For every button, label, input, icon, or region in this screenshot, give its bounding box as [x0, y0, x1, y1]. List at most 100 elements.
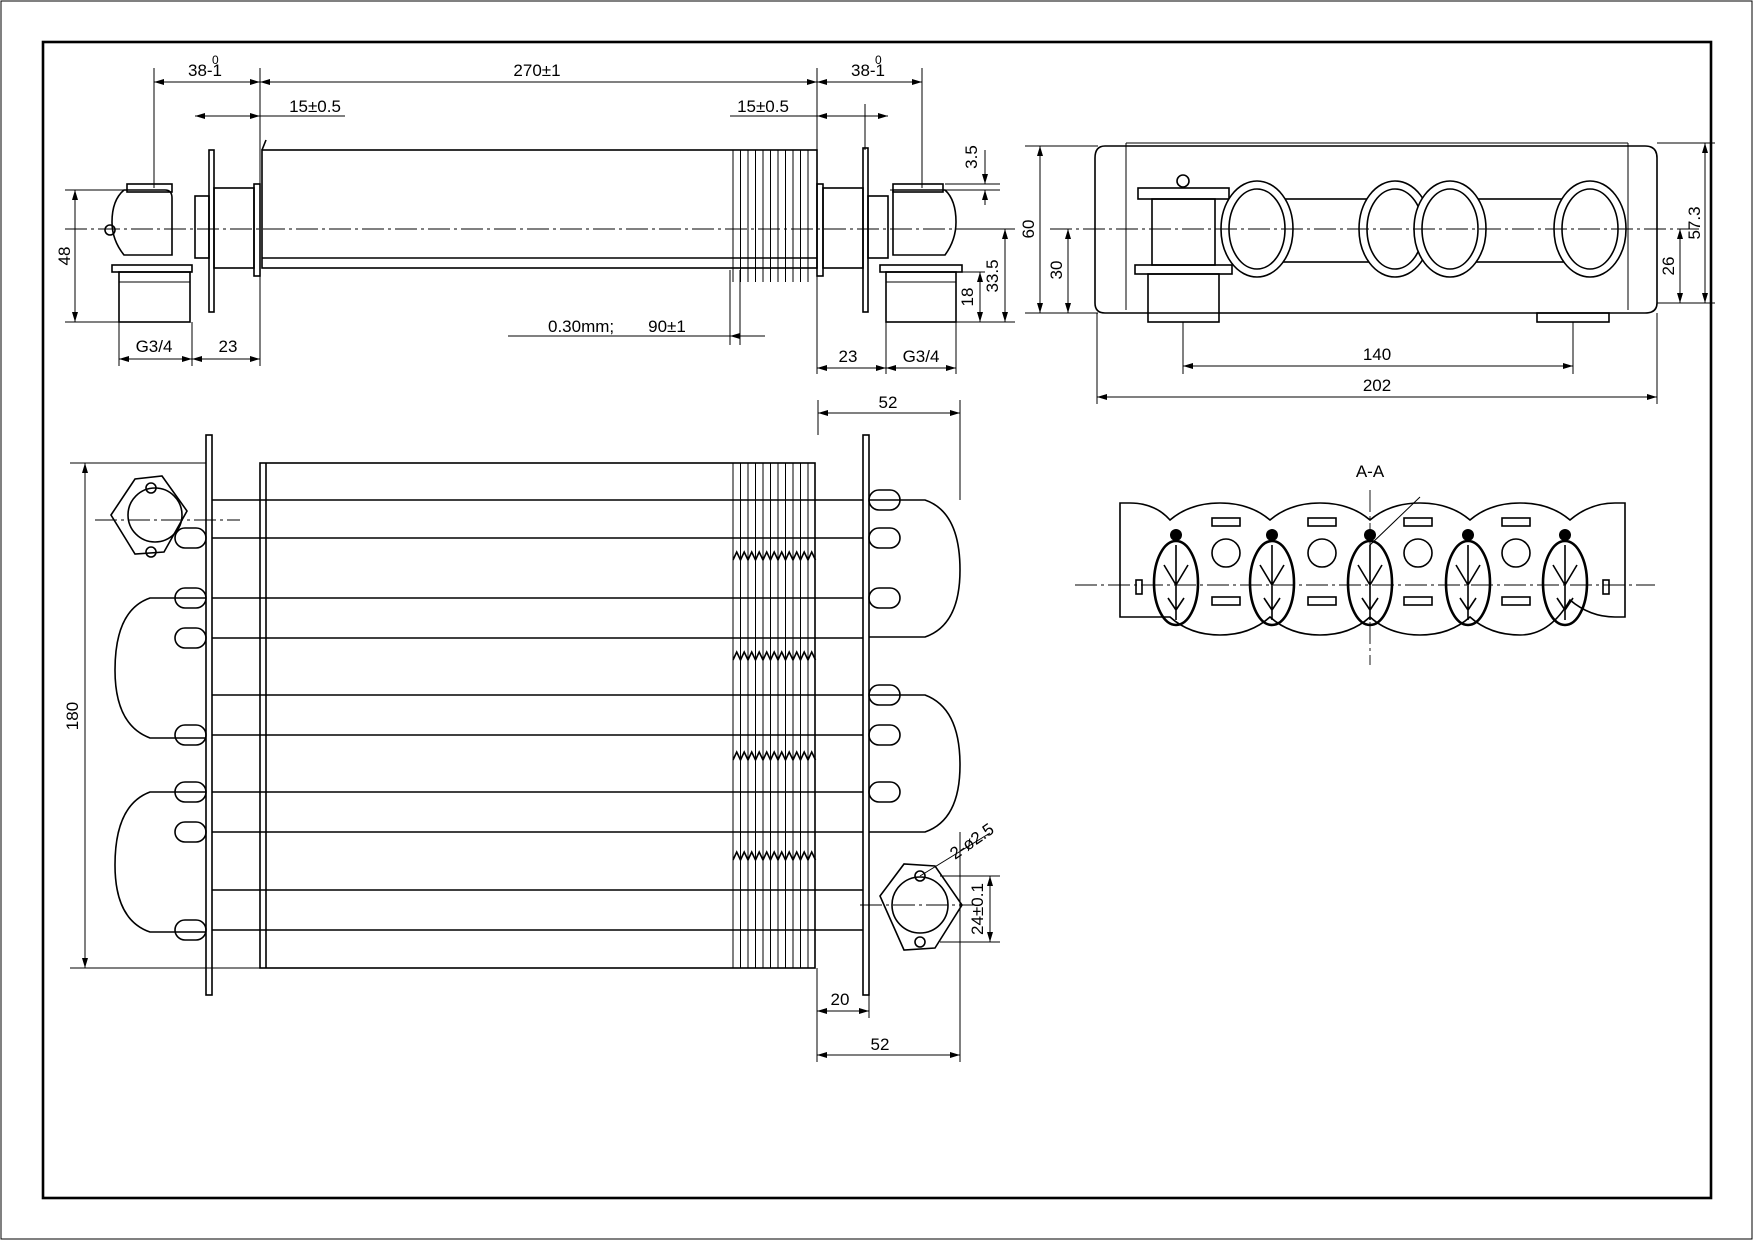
fin-wave — [732, 750, 817, 762]
plan-left-plate — [205, 434, 213, 996]
dim-left-thread: G3/4 — [136, 337, 173, 356]
sheet-inner-border — [41, 40, 1713, 1200]
dim-hole-note: 2-ø2.5 — [946, 820, 997, 864]
side-port-thread — [1147, 273, 1220, 323]
section-slot-bottom — [1307, 596, 1337, 606]
section-slot-top — [1501, 517, 1531, 527]
tube-stub — [868, 527, 901, 549]
plan-view-tubes — [212, 499, 863, 931]
right-elbow-cap — [892, 183, 944, 193]
right-neck — [822, 187, 864, 269]
tube-stub — [174, 527, 207, 549]
section-hole — [1501, 538, 1531, 568]
tube-stub — [174, 781, 207, 803]
section-hole — [1307, 538, 1337, 568]
plan-right-plate — [862, 434, 870, 996]
plan-view-stubs — [174, 489, 901, 941]
section-slot-top — [1307, 517, 1337, 527]
side-port-flange — [1134, 264, 1233, 275]
section-slot-bottom — [1211, 596, 1241, 606]
section-end-tab — [1602, 579, 1610, 595]
tube-stub — [868, 781, 901, 803]
side-body — [1094, 145, 1658, 314]
dim-right-offset: 15±0.5 — [737, 97, 789, 116]
dim-axis-height: 33.5 — [983, 259, 1002, 292]
dim-side-axis: 30 — [1047, 261, 1066, 280]
dim-plan-offset: 20 — [831, 990, 850, 1009]
dim-flange-size: 24±0.1 — [968, 883, 987, 935]
dim-right-gap: 23 — [839, 347, 858, 366]
dim-inner-height: 26 — [1659, 257, 1678, 276]
section-rib — [1259, 545, 1285, 620]
fin-wave — [732, 650, 817, 662]
left-hex-flange — [110, 475, 188, 555]
dim-port-spacing: 140 — [1363, 345, 1391, 364]
fin-wave — [732, 550, 817, 562]
dim-left-flange-tol: 0 — [212, 53, 219, 67]
tube-stub — [868, 489, 901, 511]
left-hex-nut — [111, 264, 193, 273]
right-plate — [816, 183, 824, 277]
plan-body — [259, 462, 816, 969]
left-thread — [118, 271, 191, 323]
tube-stub — [174, 821, 207, 843]
section-hole — [1403, 538, 1433, 568]
dim-thread-height: 18 — [958, 288, 977, 307]
section-end-tab — [1135, 579, 1143, 595]
side-port-cap — [1137, 187, 1230, 200]
tube-stub — [174, 587, 207, 609]
left-collar — [194, 195, 210, 259]
left-bend-2 — [114, 791, 206, 933]
right-thread — [885, 271, 957, 323]
section-elements — [1135, 517, 1610, 627]
dim-left-flange: 38-1 — [188, 61, 222, 80]
dim-tube-span: 180 — [63, 702, 82, 730]
dim-front-height: 48 — [55, 247, 74, 266]
section-rib-dot — [1462, 529, 1474, 541]
right-bend-1 — [869, 499, 961, 638]
right-elbow — [892, 189, 957, 256]
front-view-fins — [732, 150, 809, 282]
dim-total-width: 202 — [1363, 376, 1391, 395]
tube-stub — [868, 684, 901, 706]
section-rib-dot — [1559, 529, 1571, 541]
dim-plan-top-width: 52 — [879, 393, 898, 412]
tube-stub — [174, 724, 207, 746]
right-bend-2 — [869, 694, 961, 833]
dim-left-offset: 15±0.5 — [289, 97, 341, 116]
dim-fin-thickness: 0.30mm; — [548, 317, 614, 336]
section-rib-dot — [1266, 529, 1278, 541]
right-hex-nut — [879, 264, 963, 273]
dim-left-gap: 23 — [219, 337, 238, 356]
dim-body-length: 270±1 — [513, 61, 560, 80]
left-elbow-plug — [104, 224, 116, 236]
side-view: 60 30 57.3 26 140 202 — [1019, 142, 1715, 404]
dim-side-height: 60 — [1019, 220, 1038, 239]
plan-view-fins — [732, 463, 817, 968]
dim-top-step: 3.5 — [962, 145, 981, 169]
right-collar — [867, 195, 889, 259]
tube-stub — [868, 724, 901, 746]
section-a-a: A-A — [1075, 462, 1655, 665]
tube-body — [261, 149, 818, 269]
section-slot-bottom — [1403, 596, 1433, 606]
left-bend-1 — [114, 597, 206, 739]
section-rib — [1552, 545, 1578, 620]
section-slot-top — [1211, 517, 1241, 527]
left-neck — [213, 187, 255, 269]
section-rib — [1163, 545, 1189, 620]
left-elbow — [111, 189, 173, 256]
section-slot-bottom — [1501, 596, 1531, 606]
dim-right-flange: 38-1 — [851, 61, 885, 80]
front-view: 38-1 0 270±1 38-1 0 15±0.5 15±0.5 48 0.3… — [55, 53, 1015, 374]
section-rib-dot — [1170, 529, 1182, 541]
side-port-neck — [1151, 198, 1216, 266]
dim-total-height: 57.3 — [1685, 206, 1704, 239]
fin-wave — [732, 850, 817, 862]
dim-right-thread: G3/4 — [903, 347, 940, 366]
section-rib — [1455, 545, 1481, 620]
tube-stub — [174, 919, 207, 941]
dim-fin-pitch: 90±1 — [648, 317, 686, 336]
